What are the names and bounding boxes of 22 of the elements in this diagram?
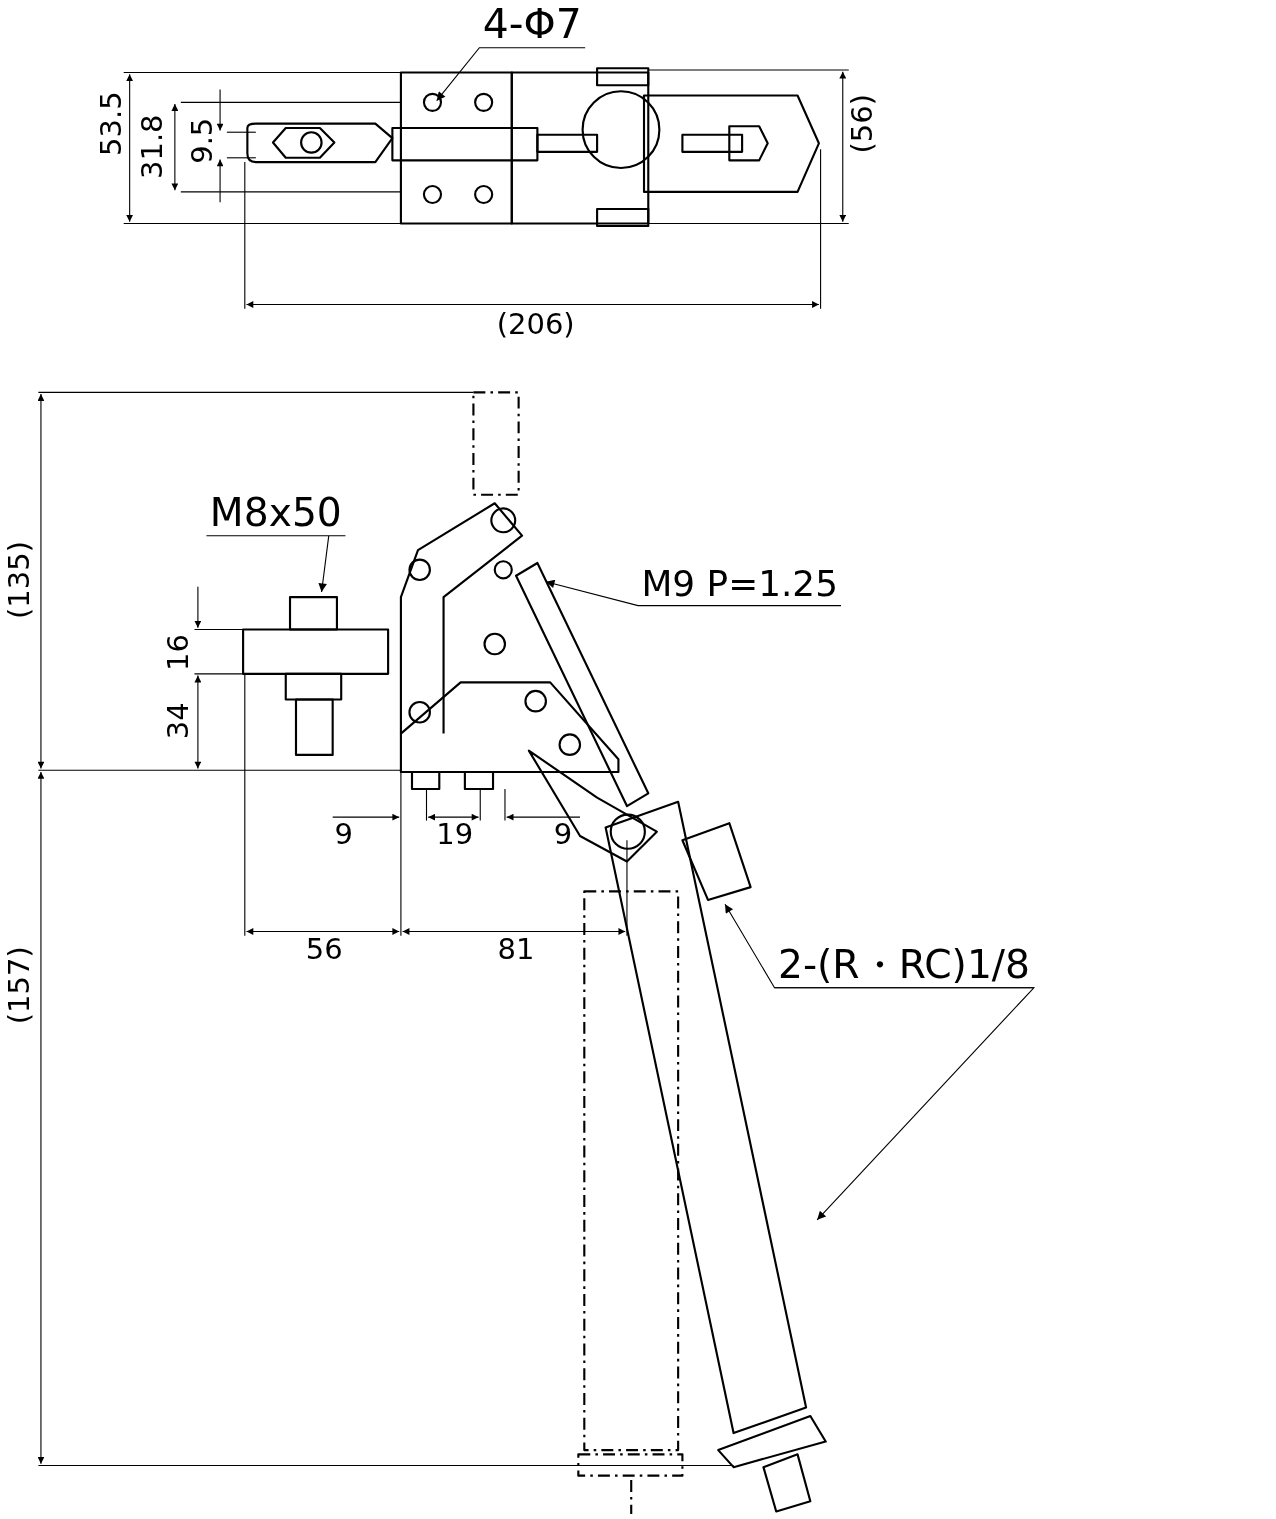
callout-text: M8x50 [209, 493, 342, 533]
leader-line [205, 535, 346, 593]
leader-line [436, 47, 586, 102]
dimension-value: 53.5 [96, 91, 126, 156]
dimension-value: 81 [497, 934, 535, 964]
dimension-value: (135) [4, 541, 34, 620]
dimension-value: 9.5 [186, 117, 216, 164]
dimension-value: (157) [4, 946, 34, 1025]
callout-text: 4-Φ7 [482, 3, 582, 45]
leader-line [773, 987, 1036, 1221]
dimension-value: 9 [553, 819, 573, 849]
callout-text: 2-(R・RC)1/8 [777, 945, 1031, 985]
leader-line [545, 579, 842, 607]
dimension-value: 9 [334, 819, 353, 849]
dimension-value: 56 [305, 934, 343, 964]
dimension-value: 19 [436, 819, 474, 849]
dimension-value: (56) [847, 93, 877, 154]
dimension-value: 31.8 [137, 114, 167, 179]
dimension-value: 34 [162, 702, 192, 740]
dimension-value: (206) [496, 309, 575, 339]
callout-text: M9 P=1.25 [641, 566, 838, 603]
dimension-value: 16 [162, 634, 192, 671]
